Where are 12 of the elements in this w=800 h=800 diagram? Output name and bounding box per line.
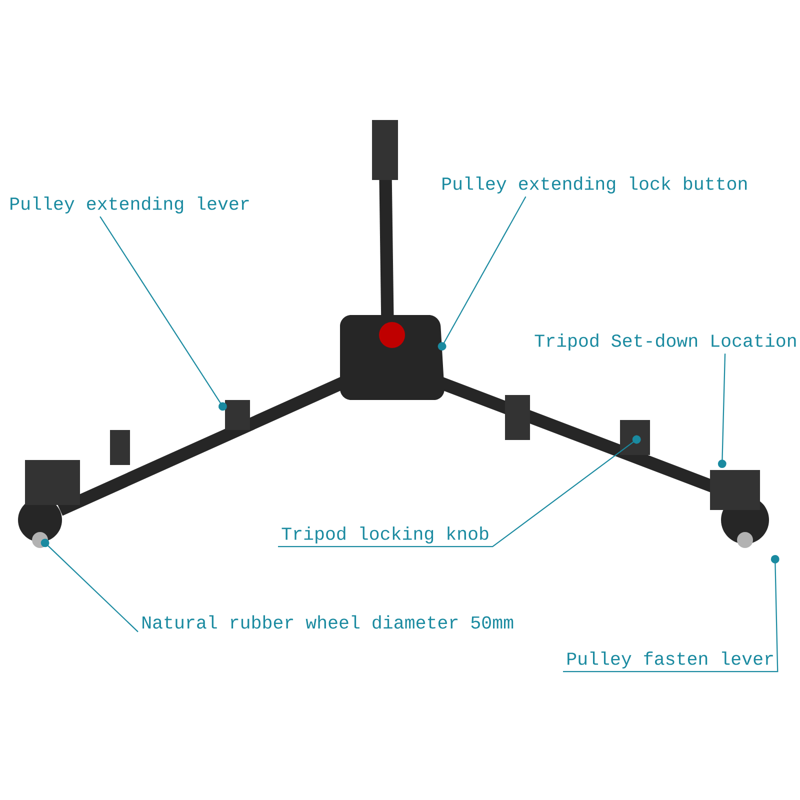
leader-line	[438, 196, 526, 351]
leader-line	[563, 555, 780, 672]
leader-line	[718, 354, 726, 468]
leader-line	[100, 216, 227, 411]
callout-label: Pulley extending lock button	[442, 176, 747, 194]
leader-line	[278, 435, 641, 548]
callout-label: Pulley fasten lever	[568, 651, 773, 669]
callout-label: Tripod locking knob	[282, 526, 488, 544]
callout-label: Natural rubber wheel diameter 50mm	[142, 615, 514, 629]
callout-label: Pulley extending lever	[10, 196, 249, 214]
callout-label: Tripod Set-down Location	[534, 333, 796, 351]
leader-line	[40, 538, 138, 632]
